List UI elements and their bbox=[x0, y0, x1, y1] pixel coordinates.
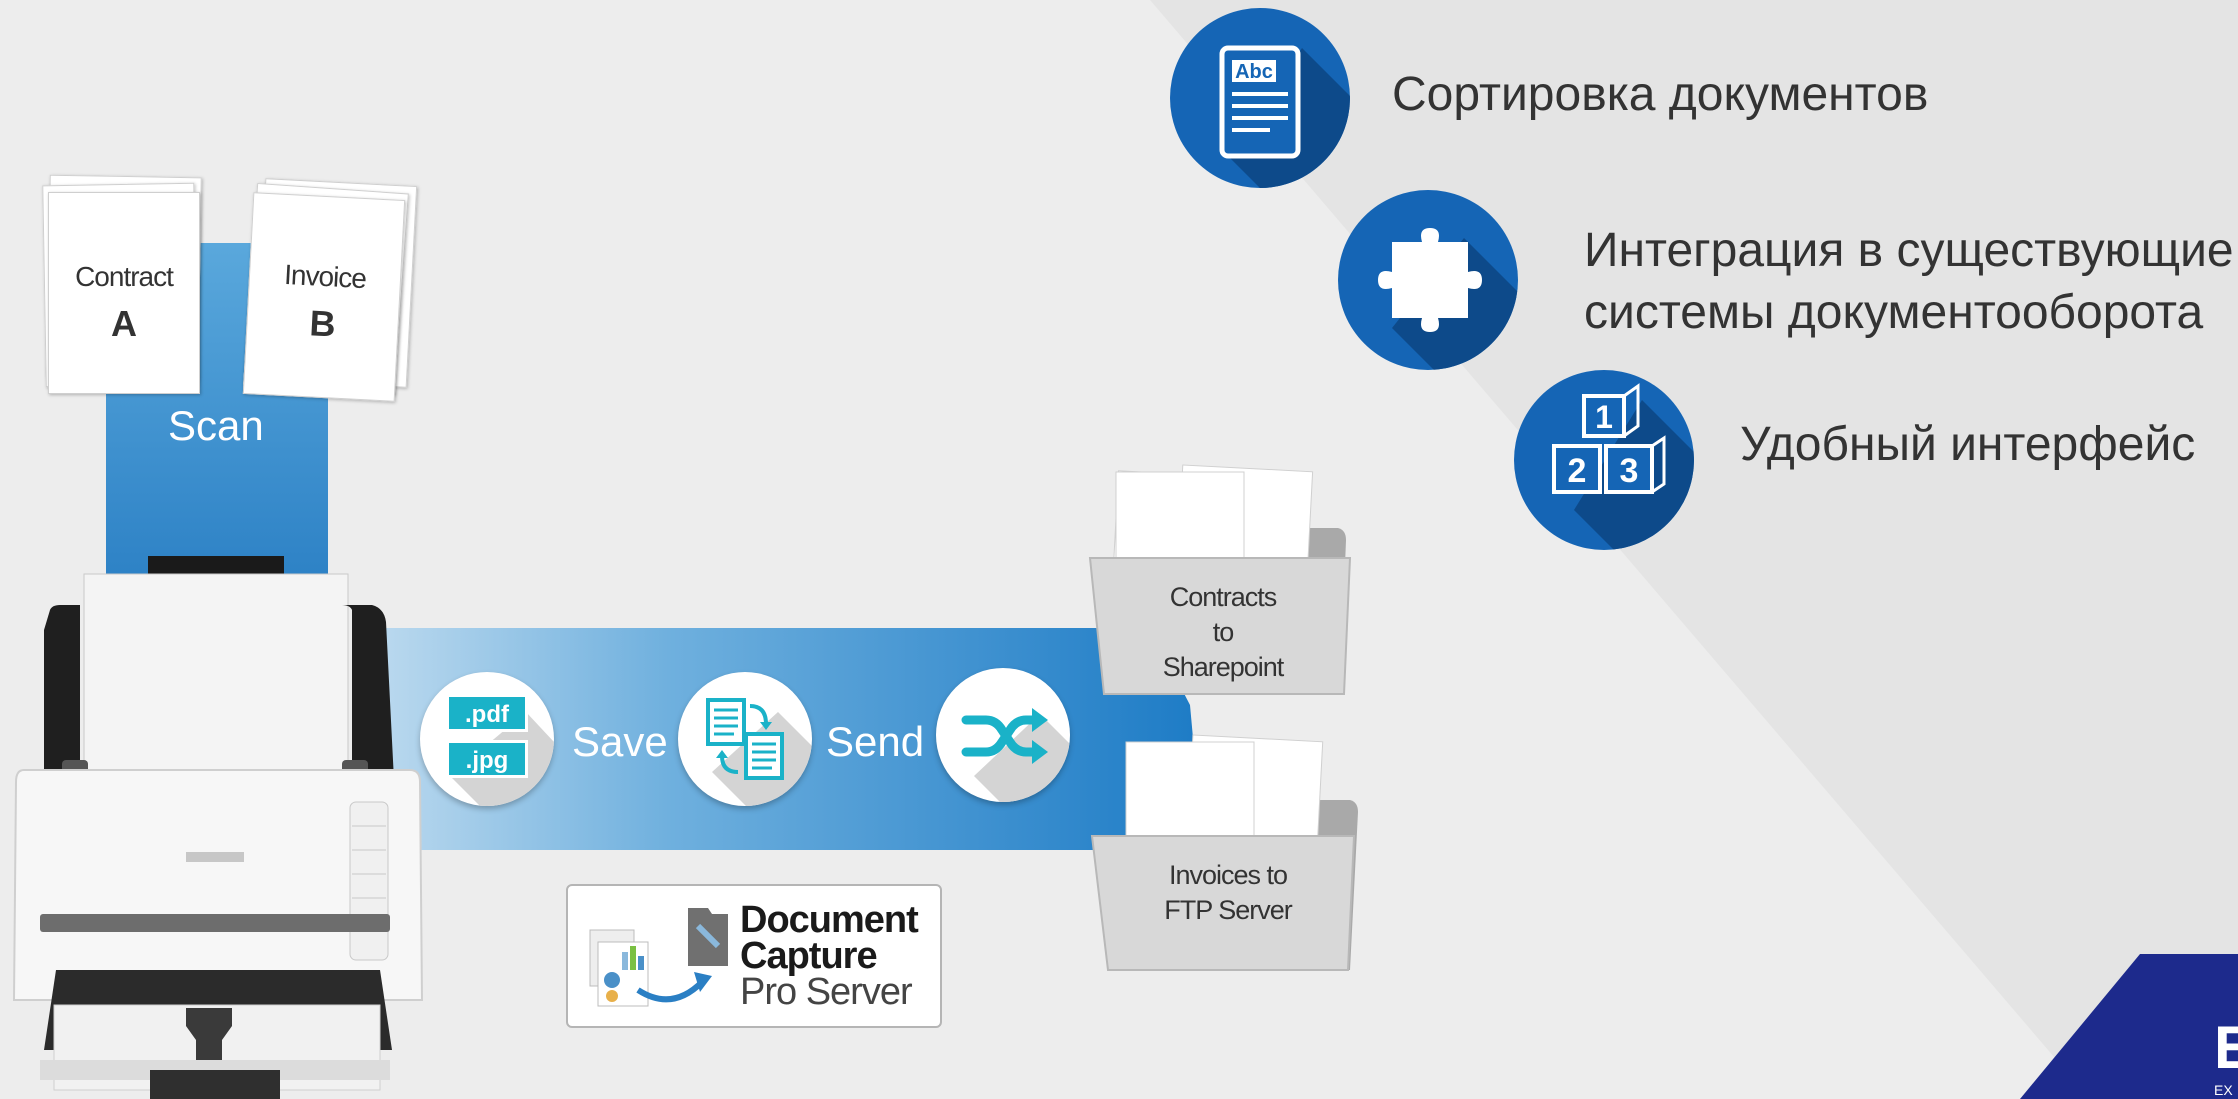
svg-text:3: 3 bbox=[1620, 452, 1639, 490]
pdf-format-icon: .pdf bbox=[446, 694, 528, 732]
feature-text: Удобный интерфейс bbox=[1740, 418, 2196, 471]
feature-text-line: Интеграция в существующие bbox=[1584, 224, 2234, 277]
scan-label: Scan bbox=[168, 402, 264, 449]
feature-text: Сортировка документов bbox=[1392, 68, 1929, 121]
folder-label-line: Invoices to bbox=[1168, 860, 1288, 890]
document-contract: Contract A bbox=[38, 174, 208, 402]
folder-label-line: Sharepoint bbox=[1162, 652, 1285, 682]
brand-logo-letter: E bbox=[2214, 1014, 2238, 1081]
folder-ftp-server[interactable]: Invoices to FTP Server bbox=[1088, 730, 1370, 974]
jpg-format-icon: .jpg bbox=[446, 740, 528, 778]
svg-text:1: 1 bbox=[1595, 399, 1613, 435]
folder-label: Invoices to FTP Server bbox=[1108, 858, 1348, 928]
folder-icon bbox=[1088, 464, 1352, 695]
save-label: Save bbox=[572, 718, 668, 765]
feature-text: Интеграция в существующие системы докуме… bbox=[1584, 220, 2234, 344]
send-button[interactable] bbox=[936, 668, 1070, 802]
paper-front: Invoice B bbox=[242, 192, 406, 402]
folder-label-line: to bbox=[1212, 617, 1235, 647]
folder-label-line: FTP Server bbox=[1164, 895, 1293, 925]
paper-front: Contract A bbox=[48, 192, 200, 394]
file-format-button[interactable]: .pdf .jpg bbox=[420, 672, 554, 806]
product-name: Document Capture Pro Server bbox=[740, 899, 919, 1013]
folder-sharepoint[interactable]: Contracts to Sharepoint bbox=[1088, 458, 1360, 698]
product-badge: Document Capture Pro Server bbox=[566, 884, 942, 1028]
brand-logo-subtext: EX bbox=[2214, 1082, 2233, 1098]
puzzle-icon bbox=[1378, 228, 1518, 370]
shuffle-icon bbox=[961, 708, 1070, 802]
feature-integration bbox=[1338, 190, 1518, 370]
brand-corner bbox=[2020, 954, 2238, 1099]
document-invoice: Invoice B bbox=[240, 178, 420, 402]
svg-text:2: 2 bbox=[1568, 452, 1587, 490]
document-abc-icon: Abc bbox=[1219, 45, 1350, 188]
copy-documents-icon bbox=[706, 698, 812, 806]
blocks-123-icon: 1 2 3 bbox=[1552, 383, 1694, 550]
send-label: Send bbox=[826, 718, 925, 765]
save-button[interactable] bbox=[678, 672, 812, 806]
feature-text-line: системы документооборота bbox=[1584, 286, 2204, 339]
svg-text:Abc: Abc bbox=[1235, 61, 1273, 83]
scanner-illustration bbox=[12, 556, 424, 1099]
document-letter: A bbox=[111, 303, 137, 344]
folder-label: Contracts to Sharepoint bbox=[1108, 580, 1338, 685]
product-name-line: Document bbox=[740, 899, 919, 941]
document-title: Contract bbox=[75, 261, 174, 292]
product-name-line: Capture bbox=[740, 935, 878, 977]
folder-label-line: Contracts bbox=[1169, 582, 1278, 612]
folder-icon bbox=[1090, 734, 1358, 971]
document-capture-logo-icon bbox=[589, 908, 728, 1007]
product-name-line: Pro Server bbox=[740, 971, 913, 1013]
feature-interface: 1 2 3 bbox=[1514, 370, 1694, 550]
document-letter: B bbox=[308, 302, 337, 345]
long-shadow bbox=[450, 712, 554, 806]
document-title: Invoice bbox=[283, 258, 367, 295]
feature-document-sorting: Abc bbox=[1170, 8, 1350, 188]
